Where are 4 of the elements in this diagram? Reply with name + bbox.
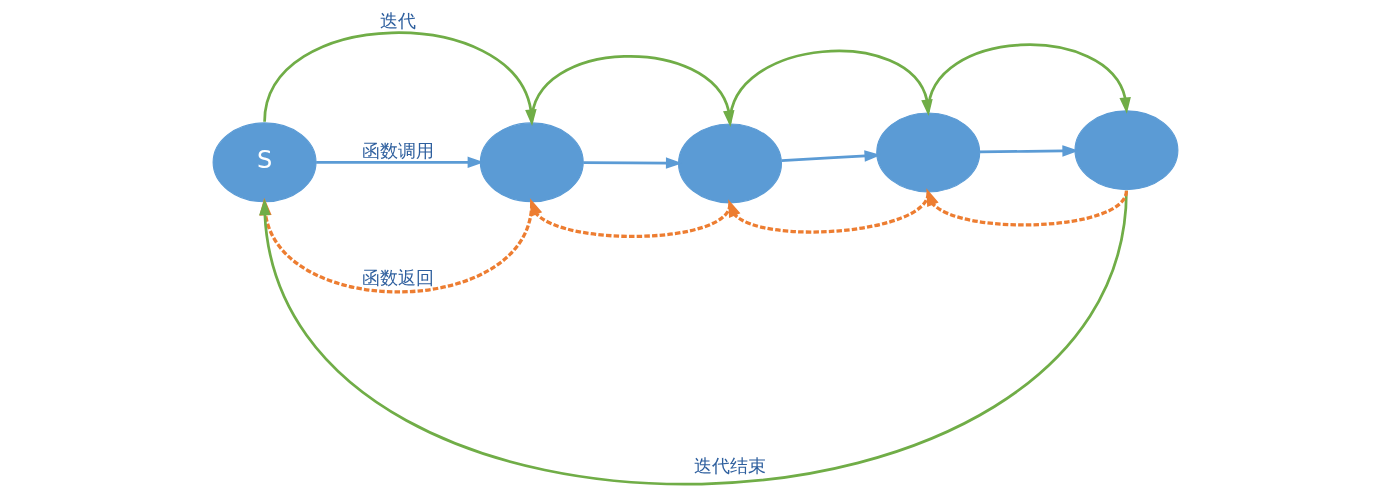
edge-label: 函数调用 [361,140,434,161]
edge-label: 迭代结束 [693,455,766,476]
edge-label: 迭代 [379,10,416,31]
edge-label: 函数返回 [361,267,434,288]
